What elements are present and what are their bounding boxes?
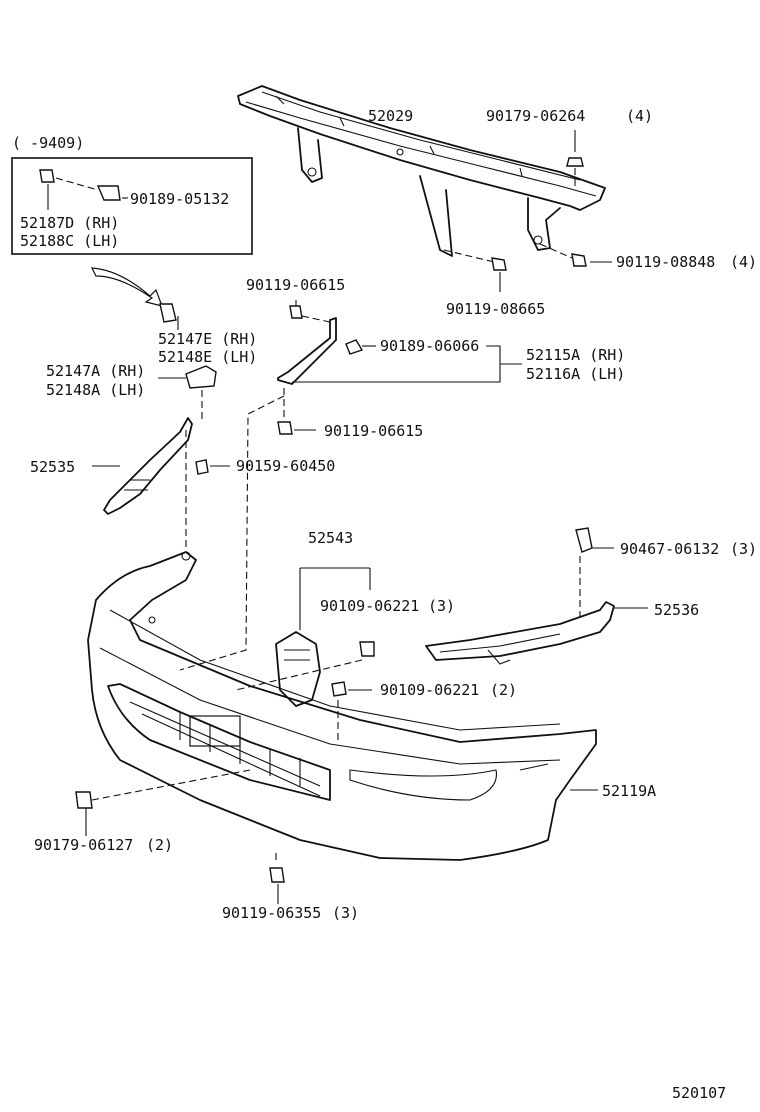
labels: 52029 90179-06264 (4) ( -9409) 90189-051… xyxy=(12,107,757,1102)
bolt-90109-06221-lower xyxy=(331,681,372,697)
front-bumper-52119a xyxy=(87,551,597,861)
label-90467-06132: 90467-06132 xyxy=(620,540,719,558)
diagram-code: 520107 xyxy=(672,1084,726,1102)
radiator-support-52029 xyxy=(237,85,606,257)
label-qty: (4) xyxy=(730,253,757,271)
reinforcement-52536 xyxy=(425,601,648,665)
bolt-90119-08848 xyxy=(539,243,612,267)
clip-52147e xyxy=(159,303,179,330)
label-qty: (3) xyxy=(730,540,757,558)
label-range: ( -9409) xyxy=(12,134,84,152)
clip-90467-06132 xyxy=(575,527,614,553)
label-qty: (2) xyxy=(146,836,173,854)
label-52535: 52535 xyxy=(30,458,75,476)
label-90179-06127: 90179-06127 xyxy=(34,836,133,854)
bolt-90119-08665 xyxy=(443,249,507,292)
label-90119-06615-lower: 90119-06615 xyxy=(324,422,423,440)
clip-52147a xyxy=(158,365,217,420)
label-52029: 52029 xyxy=(368,107,413,125)
label-90119-08848: 90119-08848 xyxy=(616,253,715,271)
label-52115a: 52115A (RH) xyxy=(526,346,625,364)
bolt-90119-06355 xyxy=(269,867,285,904)
bolt-90179-06264 xyxy=(566,130,584,188)
label-52147e: 52147E (RH) xyxy=(158,330,257,348)
label-90189-05132: 90189-05132 xyxy=(130,190,229,208)
label-90119-08665: 90119-08665 xyxy=(446,300,545,318)
label-90109-06221-lower: 90109-06221 xyxy=(380,681,479,699)
label-90189-06066: 90189-06066 xyxy=(380,337,479,355)
label-52148a: 52148A (LH) xyxy=(46,381,145,399)
guard-52543 xyxy=(275,567,375,707)
bracket-52115a xyxy=(277,300,522,385)
label-90109-06221-upper: 90109-06221 xyxy=(320,597,419,615)
label-90159-60450: 90159-60450 xyxy=(236,457,335,475)
label-52119a: 52119A xyxy=(602,782,656,800)
nut-90179-06127 xyxy=(75,791,93,836)
label-52147a: 52147A (RH) xyxy=(46,362,145,380)
label-qty: (2) xyxy=(490,681,517,699)
label-52187d: 52187D (RH) xyxy=(20,214,119,232)
label-52148e: 52148E (LH) xyxy=(158,348,257,366)
label-52536: 52536 xyxy=(654,601,699,619)
bolt-90159-60450 xyxy=(195,459,230,475)
label-90179-06264: 90179-06264 xyxy=(486,107,585,125)
label-52188c: 52188C (LH) xyxy=(20,232,119,250)
bracket-52535 xyxy=(92,417,193,515)
label-52543: 52543 xyxy=(308,529,353,547)
label-90119-06355: 90119-06355 xyxy=(222,904,321,922)
label-52116a: 52116A (LH) xyxy=(526,365,625,383)
bolt-90119-06615-lower xyxy=(277,388,316,435)
inset-box xyxy=(11,157,253,255)
inset-arrow xyxy=(90,267,163,307)
label-90119-06615-upper: 90119-06615 xyxy=(246,276,345,294)
label-qty: (4) xyxy=(626,107,653,125)
label-qty: (3) xyxy=(332,904,359,922)
label-qty: (3) xyxy=(428,597,455,615)
